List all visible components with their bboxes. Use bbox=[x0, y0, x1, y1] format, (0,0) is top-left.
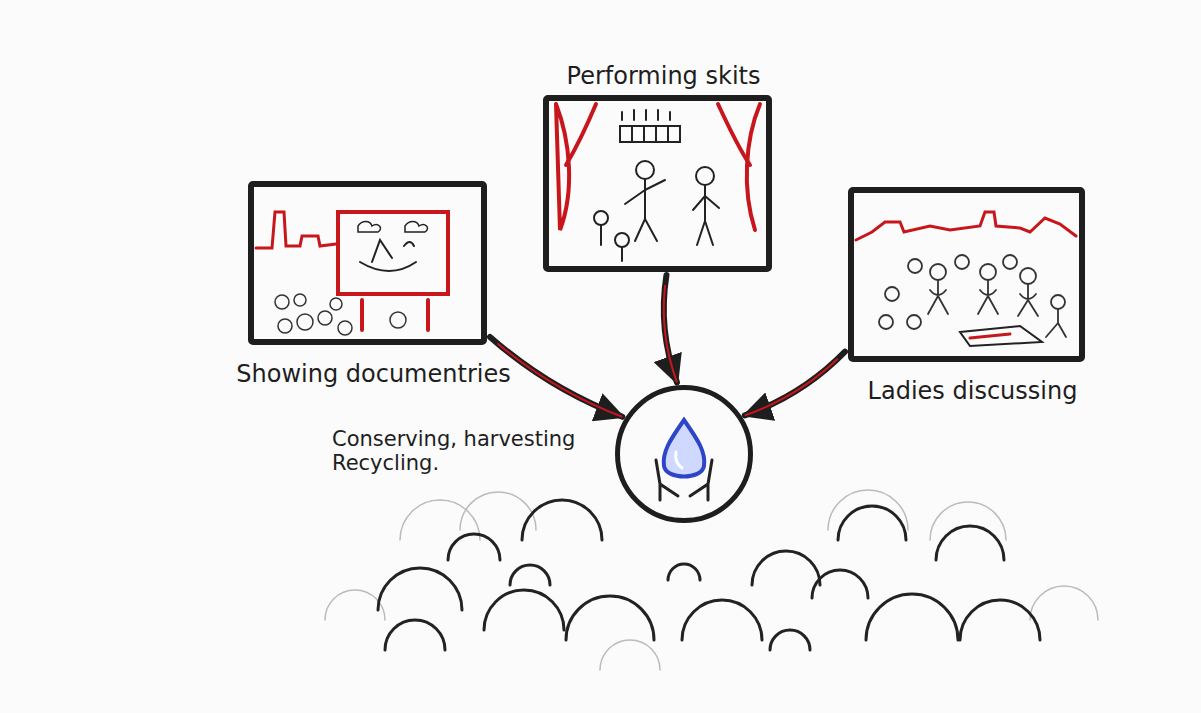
caption-label: Performing skits bbox=[567, 63, 761, 91]
flow-arrow bbox=[664, 275, 677, 382]
drop-in-hands-icon bbox=[656, 420, 712, 500]
audience-crowd bbox=[325, 490, 1098, 670]
arrow-accent bbox=[745, 352, 845, 416]
discussion-picture-box: Ladies discussing bbox=[848, 187, 1085, 362]
ladies-scene bbox=[856, 212, 1076, 346]
water-circle: Conserving, harvesting Recycling. bbox=[615, 385, 753, 523]
documentary-picture-box: Showing documentries bbox=[248, 181, 487, 345]
arrow-stroke bbox=[745, 352, 845, 416]
skit-picture-box: Performing skits bbox=[543, 95, 772, 272]
flow-arrow bbox=[745, 352, 845, 416]
documentary-scene bbox=[256, 212, 448, 335]
caption-label: Conserving, harvesting Recycling. bbox=[332, 427, 602, 475]
skits-scene bbox=[556, 104, 760, 261]
arrow-accent bbox=[664, 275, 677, 382]
arrow-stroke bbox=[664, 275, 677, 382]
caption-label: Showing documentries bbox=[236, 361, 510, 389]
caption-label: Ladies discussing bbox=[868, 378, 1078, 406]
